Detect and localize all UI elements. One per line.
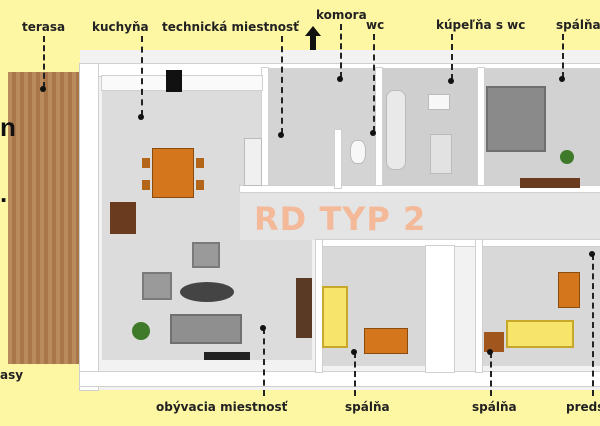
label-wc: wc bbox=[366, 18, 385, 32]
plant bbox=[560, 150, 574, 164]
leader-line bbox=[281, 36, 283, 134]
leader-dot bbox=[370, 130, 376, 136]
shower bbox=[430, 134, 452, 174]
toilet bbox=[350, 140, 366, 164]
label-spalna-mid: spálňa bbox=[345, 400, 390, 414]
label-technicka-miestnost: technická miestnosť bbox=[162, 20, 299, 34]
interior-wall bbox=[335, 130, 341, 188]
outer-wall-left bbox=[80, 64, 98, 390]
interior-wall bbox=[316, 240, 322, 372]
cropped-letter: . bbox=[0, 178, 8, 208]
leader-dot bbox=[260, 325, 266, 331]
label-kuchyna: kuchyňa bbox=[92, 20, 149, 34]
leader-dot bbox=[351, 349, 357, 355]
double-bed bbox=[486, 86, 546, 152]
tech-room-floor bbox=[266, 68, 376, 186]
floor-plan bbox=[80, 50, 600, 390]
plant bbox=[132, 322, 150, 340]
leader-line bbox=[263, 328, 265, 396]
chair bbox=[142, 158, 150, 168]
hall-floor bbox=[240, 190, 600, 240]
leader-line bbox=[562, 34, 564, 78]
chair bbox=[196, 158, 204, 168]
desk bbox=[558, 272, 580, 308]
leader-dot bbox=[487, 349, 493, 355]
armchair bbox=[192, 242, 220, 268]
outer-wall-bottom bbox=[80, 372, 600, 386]
cabinet bbox=[110, 202, 136, 234]
label-spalna-right: spálňa bbox=[472, 400, 517, 414]
sofa bbox=[170, 314, 242, 344]
leader-line bbox=[373, 34, 375, 132]
tv-unit bbox=[296, 278, 312, 338]
interior-wall bbox=[262, 68, 268, 186]
interior-wall bbox=[316, 240, 600, 246]
leader-line bbox=[340, 24, 342, 78]
chair bbox=[142, 180, 150, 190]
leader-line bbox=[592, 254, 594, 396]
leader-dot bbox=[138, 114, 144, 120]
leader-dot bbox=[448, 78, 454, 84]
label-spalna-top: spálňa bbox=[556, 18, 600, 32]
dining-table bbox=[152, 148, 194, 198]
leader-line bbox=[490, 352, 492, 396]
nightstand bbox=[484, 332, 504, 352]
interior-wall bbox=[476, 240, 482, 372]
cropped-letter: n bbox=[0, 112, 16, 142]
single-bed bbox=[506, 320, 574, 348]
wardrobe-wall bbox=[426, 246, 454, 372]
label-terasa: terasa bbox=[22, 20, 66, 34]
label-komora: komora bbox=[316, 8, 367, 22]
interior-wall bbox=[376, 68, 382, 188]
interior-wall bbox=[478, 68, 484, 188]
dresser bbox=[520, 178, 580, 188]
leader-dot bbox=[278, 132, 284, 138]
watermark-title: RD TYP 2 bbox=[254, 200, 427, 238]
single-bed bbox=[322, 286, 348, 348]
fridge bbox=[166, 70, 182, 92]
leader-dot bbox=[559, 76, 565, 82]
label-kupelna: kúpeľňa s wc bbox=[436, 18, 526, 32]
leader-dot bbox=[337, 76, 343, 82]
interior-wall bbox=[240, 186, 600, 192]
label-left-edge: asy bbox=[0, 368, 24, 382]
leader-line bbox=[354, 352, 356, 396]
chair bbox=[196, 180, 204, 190]
leader-line bbox=[141, 36, 143, 116]
leader-line bbox=[43, 36, 45, 88]
leader-dot bbox=[40, 86, 46, 92]
doormat bbox=[204, 352, 250, 360]
label-predsien: preds bbox=[566, 400, 600, 414]
kitchen-counter bbox=[102, 76, 262, 90]
armchair bbox=[142, 272, 172, 300]
bathtub bbox=[386, 90, 406, 170]
leader-line bbox=[451, 34, 453, 80]
desk bbox=[364, 328, 408, 354]
leader-dot bbox=[589, 251, 595, 257]
terrace-deck bbox=[8, 72, 80, 364]
coffee-table bbox=[180, 282, 234, 302]
boiler bbox=[244, 138, 262, 186]
up-arrow-icon bbox=[305, 26, 321, 55]
label-obyvacia-miestnost: obývacia miestnosť bbox=[156, 400, 288, 414]
sink bbox=[428, 94, 450, 110]
